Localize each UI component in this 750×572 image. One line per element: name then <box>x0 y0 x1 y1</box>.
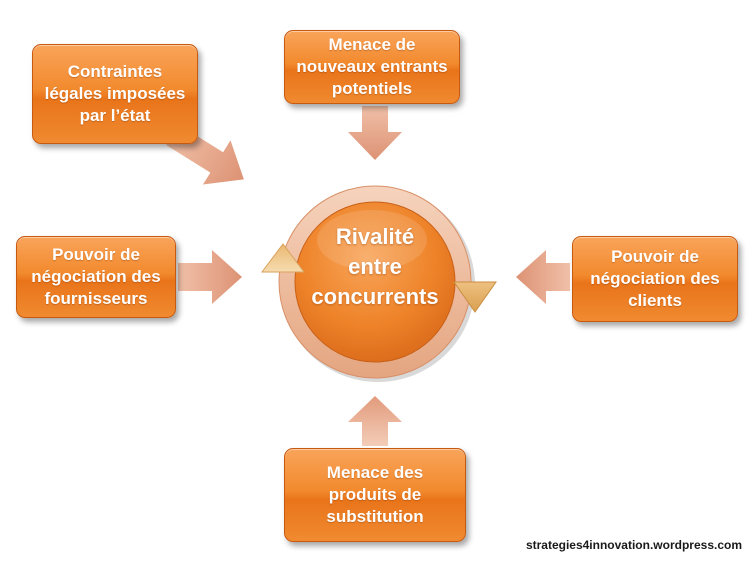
force-clients-line-3: clients <box>628 291 682 310</box>
force-clients-line-1: Pouvoir de <box>611 247 699 266</box>
center-label-line-2: entre <box>348 254 402 279</box>
watermark-text: strategies4innovation.wordpress.com <box>525 538 742 552</box>
cycle-arrow-down <box>453 281 497 313</box>
force-substitutes-line-3: substitution <box>326 507 424 526</box>
force-legal-constraints-box: Contraintes légales imposées par l’état <box>32 44 198 144</box>
cycle-arrow-up <box>261 243 305 273</box>
arrow-top <box>348 106 402 160</box>
center-highlight <box>317 210 427 270</box>
force-suppliers-box: Pouvoir de négociation des fournisseurs <box>16 236 176 318</box>
force-suppliers-line-1: Pouvoir de <box>52 245 140 264</box>
force-substitutes-line-1: Menace des <box>326 463 424 482</box>
force-legal-constraints-line-1: Contraintes <box>67 62 163 81</box>
center-label-line-1: Rivalité <box>335 224 415 249</box>
force-clients-box: Pouvoir de négociation des clients <box>572 236 738 322</box>
arrow-left <box>178 250 242 304</box>
force-suppliers-line-2: négociation des <box>31 267 161 286</box>
force-new-entrants-line-2: nouveaux entrants <box>296 57 448 76</box>
force-new-entrants-line-1: Menace de <box>328 35 416 54</box>
force-new-entrants-line-3: potentiels <box>331 79 413 98</box>
force-legal-constraints-line-3: par l’état <box>79 106 151 125</box>
center-label: Rivalité entre concurrents <box>300 222 450 312</box>
arrow-bottom <box>348 396 402 446</box>
force-clients-line-2: négociation des <box>590 269 720 288</box>
force-new-entrants-box: Menace de nouveaux entrants potentiels <box>284 30 460 104</box>
force-suppliers-line-3: fournisseurs <box>44 289 148 308</box>
center-label-line-3: concurrents <box>311 284 439 309</box>
force-legal-constraints-line-2: légales imposées <box>44 84 186 103</box>
force-substitutes-box: Menace des produits de substitution <box>284 448 466 542</box>
arrow-right <box>516 250 570 304</box>
force-substitutes-line-2: produits de <box>328 485 422 504</box>
